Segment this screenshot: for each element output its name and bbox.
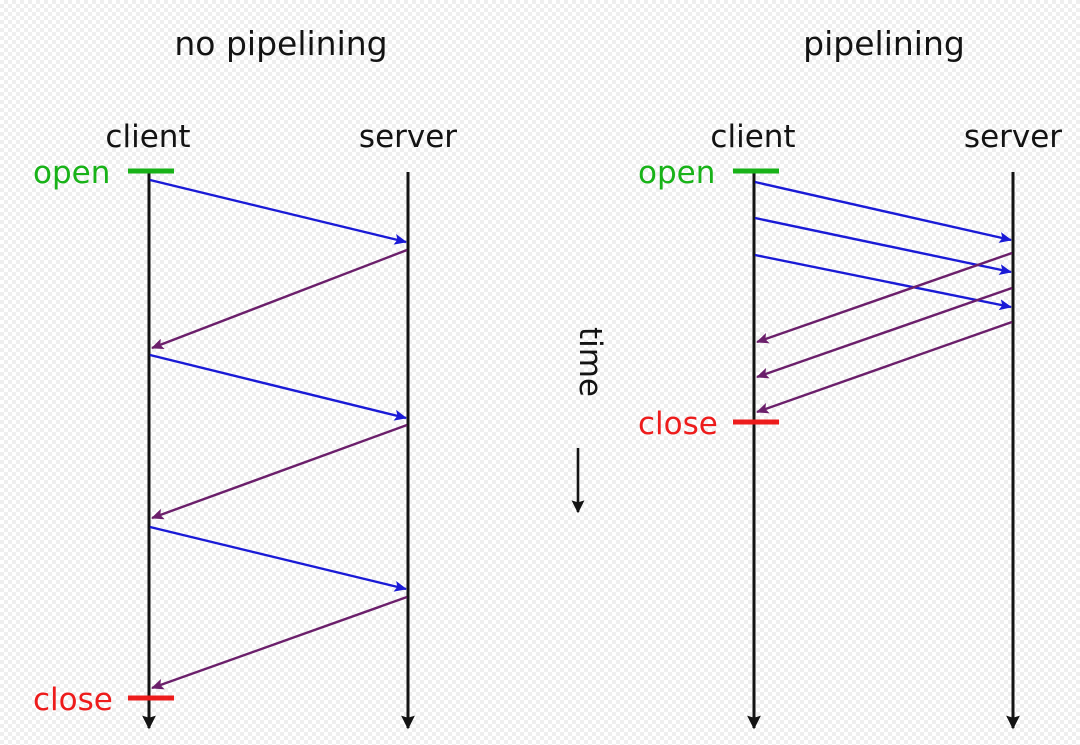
actor-label-server-left: server: [359, 119, 457, 155]
actor-label-client-right: client: [710, 119, 795, 155]
message-request-2-left: [149, 353, 407, 421]
panel-title-no-pipelining: no pipelining: [174, 24, 387, 63]
message-response-1-left: [151, 248, 408, 350]
close-label-right: close: [638, 406, 718, 442]
message-request-3-left: [149, 525, 407, 592]
panel-pipelining: pipelining client server open close: [638, 24, 1062, 730]
message-request-3-right: [754, 253, 1012, 311]
message-response-1-right: [756, 251, 1013, 344]
message-response-3-left: [151, 595, 408, 690]
actor-label-server-right: server: [964, 119, 1062, 155]
message-response-2-right: [756, 286, 1013, 379]
time-axis-label: time: [572, 327, 608, 397]
message-request-2-right: [754, 216, 1012, 276]
close-label-left: close: [33, 682, 113, 718]
message-response-2-left: [151, 423, 408, 520]
open-label-right: open: [638, 155, 715, 191]
message-response-3-right: [756, 320, 1013, 414]
panel-no-pipelining: no pipelining client server open close: [33, 24, 457, 730]
panel-title-pipelining: pipelining: [803, 24, 965, 63]
actor-label-client-left: client: [105, 119, 190, 155]
message-request-1-left: [149, 178, 407, 245]
time-axis: time: [571, 327, 608, 514]
open-label-left: open: [33, 155, 110, 191]
message-request-1-right: [754, 180, 1012, 243]
